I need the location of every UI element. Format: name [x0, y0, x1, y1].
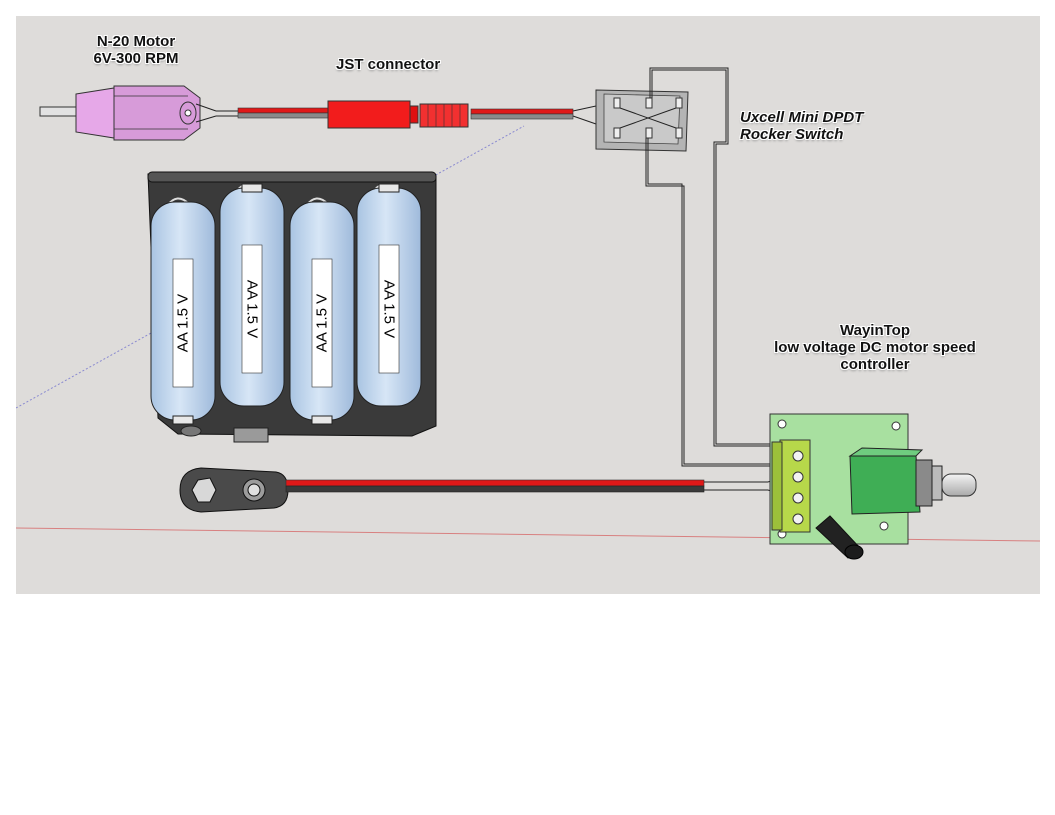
jst-connector — [327, 100, 469, 129]
switch-label: Uxcell Mini DPDT Rocker Switch — [740, 109, 864, 143]
battery-label: AA 1.5 V — [175, 294, 192, 352]
n20-motor — [39, 85, 201, 141]
aa-battery-holder: AA 1.5 V AA 1.5 V AA 1.5 V AA 1.5 V — [147, 171, 437, 443]
aa-battery: AA 1.5 V — [219, 183, 285, 407]
switch-to-controller-wires — [645, 67, 786, 467]
controller-label: WayinTop low voltage DC motor speed cont… — [774, 322, 976, 373]
wiring-diagram: AA 1.5 V AA 1.5 V AA 1.5 V AA 1.5 V — [16, 16, 1040, 594]
motor-label: N-20 Motor 6V-300 RPM — [93, 33, 179, 67]
dc-motor-speed-controller — [769, 413, 977, 560]
battery-label: AA 1.5 V — [381, 280, 398, 338]
battery-label: AA 1.5 V — [314, 294, 331, 352]
battery-label: AA 1.5 V — [244, 280, 261, 338]
screw-terminal-block — [771, 439, 811, 533]
battery-group: AA 1.5 V AA 1.5 V AA 1.5 V AA 1.5 V — [150, 183, 422, 425]
aa-battery: AA 1.5 V — [356, 183, 422, 407]
capacitor — [815, 515, 864, 560]
aa-battery: AA 1.5 V — [289, 197, 355, 425]
diagram-canvas: AA 1.5 V AA 1.5 V AA 1.5 V AA 1.5 V — [16, 67, 1040, 560]
potentiometer — [848, 447, 977, 515]
dpdt-rocker-switch — [595, 89, 689, 152]
switch-leads — [572, 105, 597, 125]
motor-leads — [195, 103, 238, 123]
battery-snap-wires — [285, 475, 787, 497]
battery-snap — [179, 467, 289, 513]
blue-axis-line — [16, 125, 525, 409]
aa-battery: AA 1.5 V — [150, 197, 216, 425]
jst-connector-label: JST connector — [336, 56, 441, 73]
